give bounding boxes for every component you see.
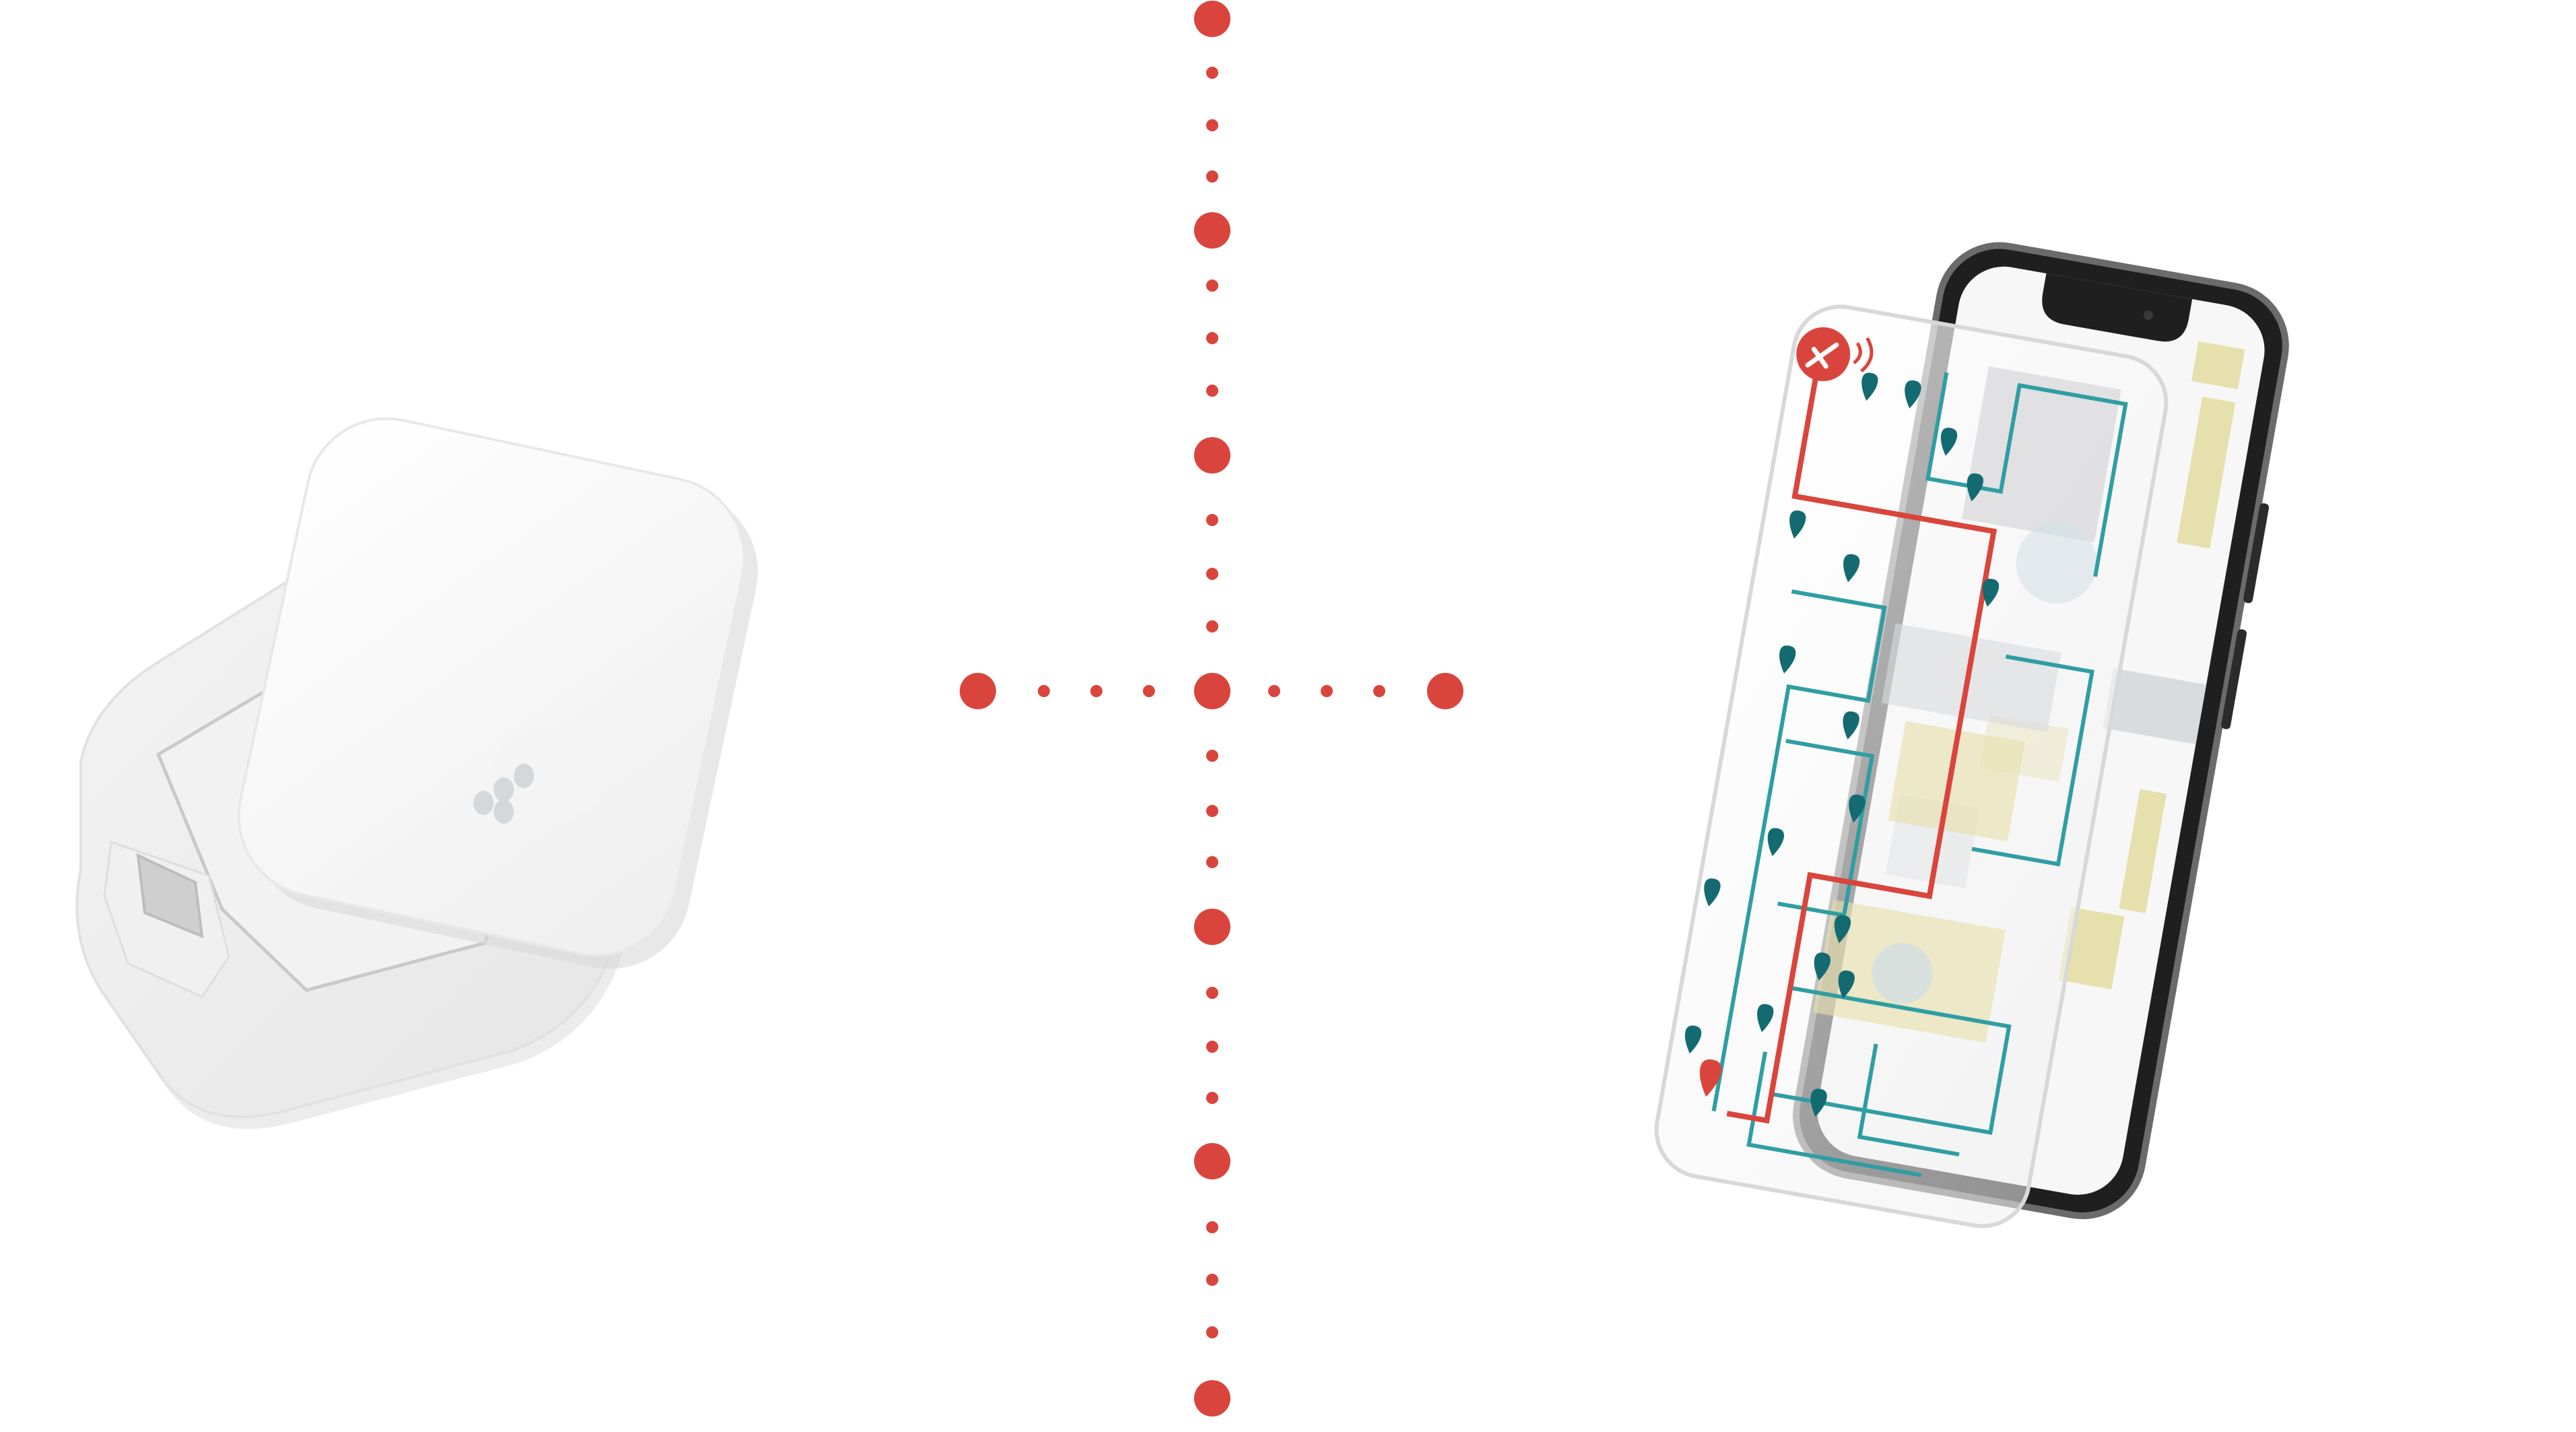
overlay-map-blocks (1813, 366, 2121, 1043)
location-pin-icon (1684, 372, 2000, 1117)
plus-divider-icon (960, 1, 1463, 1417)
beacon-top-cover (237, 417, 746, 957)
floating-map-overlay (1654, 304, 2169, 1229)
phone-notch (2042, 273, 2193, 342)
phone-side-button-lower (2221, 629, 2247, 729)
beacon-logo-area (492, 727, 606, 822)
plus-vertical-dots (1194, 1, 1230, 1417)
destination-pin-icon (1699, 1059, 1722, 1097)
alarm-bell-icon (1796, 327, 1874, 381)
beacon-device-icon (75, 417, 758, 1130)
plus-horizontal-dots (960, 673, 1463, 709)
beacon-usb-port-icon (136, 853, 204, 939)
route-network (1711, 372, 2128, 1177)
smartphone-icon (1654, 242, 2289, 1229)
beacon-logo-icon (473, 764, 534, 824)
phone-camera (2143, 311, 2153, 321)
phone-side-button (2243, 503, 2270, 604)
evacuation-route-line (1726, 376, 1997, 1124)
